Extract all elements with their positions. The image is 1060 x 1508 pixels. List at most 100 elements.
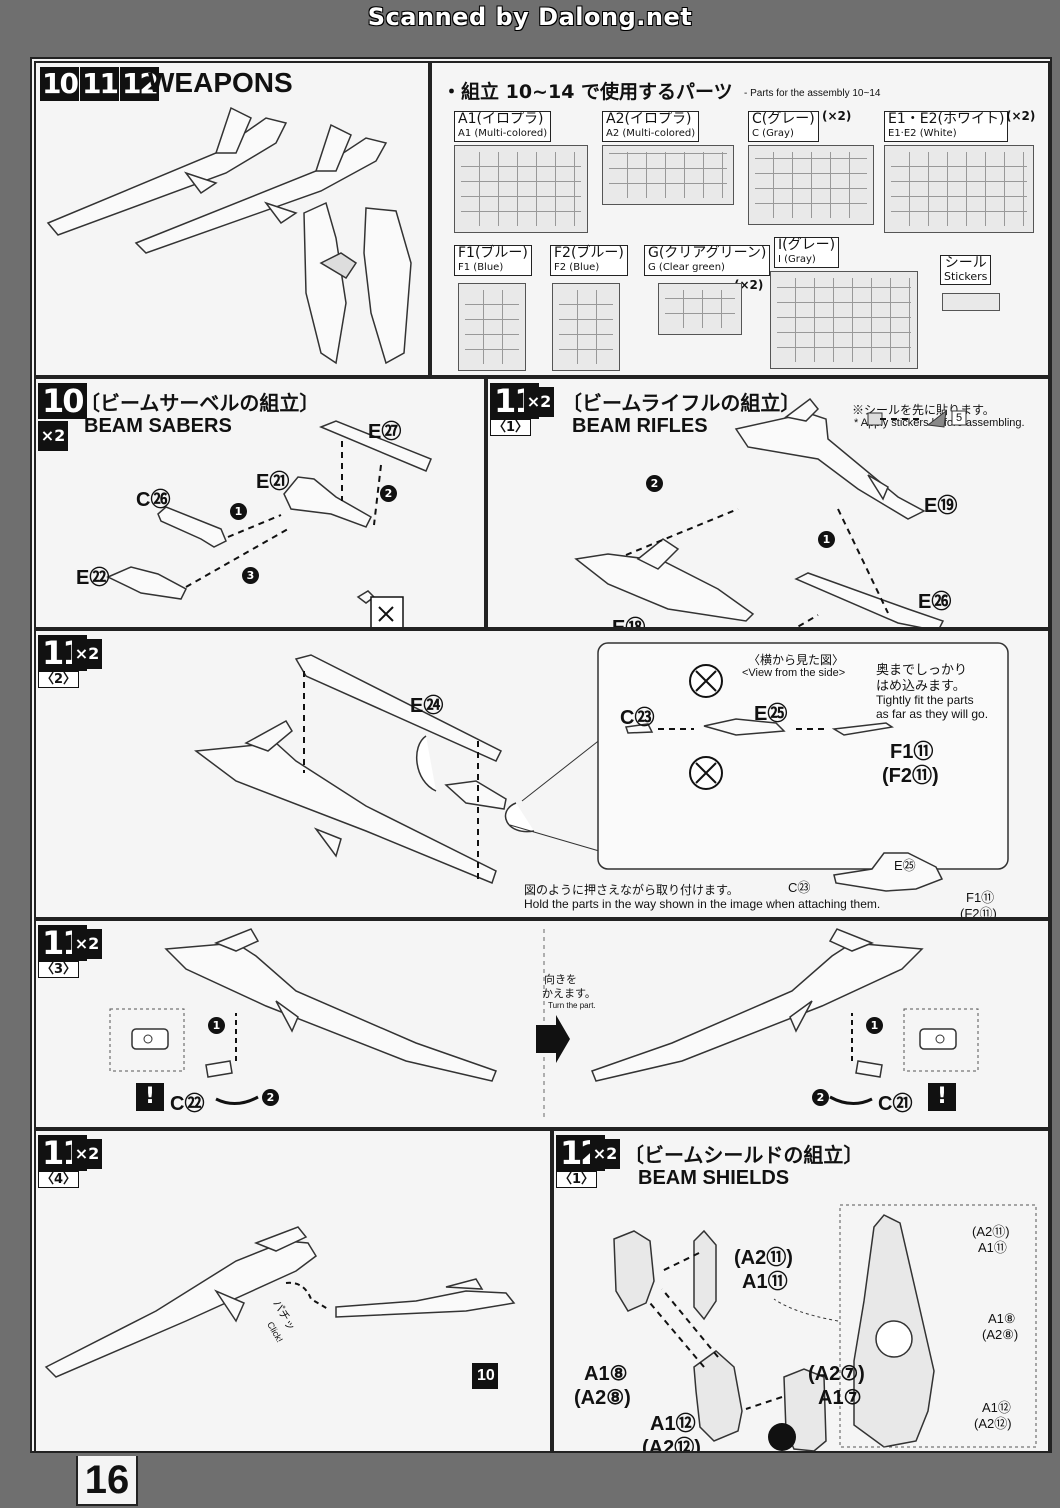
runner-g-en: G (Clear green) <box>648 262 725 273</box>
step11-1-panel: 11 〈1〉 ×2 〔ビームライフルの組立〕 BEAM RIFLES ※シールを… <box>486 377 1050 629</box>
turn-note-en: Turn the part. <box>548 1001 596 1010</box>
step11-3-qty: ×2 <box>72 929 102 959</box>
parts-title-en: - Parts for the assembly 10~14 <box>744 88 881 99</box>
hold-note-jp: 図のように押さえながら取り付けます。 <box>524 883 739 897</box>
runner-f1-image <box>458 283 526 371</box>
step12-part-a1-12: A1⑫ <box>650 1413 696 1435</box>
runner-a2-jp: A2(イロプラ) <box>606 111 692 127</box>
runner-label-a2: A2(イロプラ)A2 (Multi-colored) <box>602 111 700 142</box>
runner-label-a1: A1(イロプラ)A1 (Multi-colored) <box>454 111 552 142</box>
runner-f2-en: F2 (Blue) <box>554 262 600 273</box>
instruction-page: 10 11 12 WEAPONS ・組立 10~14 で使用するパーツ - Pa… <box>30 57 1052 1453</box>
detail-a2-11: (A2⑪) <box>972 1224 1010 1239</box>
detail-a1-8: A1⑧ <box>988 1311 1016 1326</box>
tight-fit-en-1: Tightly fit the parts <box>876 693 974 707</box>
step10-illustration <box>106 420 432 627</box>
runner-g-image <box>658 283 742 335</box>
hold-note-en: Hold the parts in the way shown in the i… <box>524 897 881 911</box>
step11-2-part-e25: E㉕ <box>754 703 788 725</box>
runner-e-image <box>884 145 1034 233</box>
step10-order-3: 3 <box>242 567 259 584</box>
step11-2-sub: 〈2〉 <box>38 671 80 688</box>
step11-4-sub: 〈4〉 <box>38 1171 80 1188</box>
step10-part-c26: C㉖ <box>136 489 171 511</box>
page-number: 16 <box>76 1456 138 1506</box>
side-detail-e25: E㉕ <box>894 858 916 873</box>
side-view-label-en: <View from the side> <box>742 667 846 679</box>
step11-1-sub: 〈1〉 <box>490 419 532 436</box>
runner-f2-jp: F2(ブルー) <box>554 245 624 261</box>
runner-c-jp: C(グレー) <box>752 111 815 127</box>
step11-1-part-e19: E⑲ <box>924 495 958 517</box>
step10-part-e22: E㉒ <box>76 567 110 589</box>
runner-i-image <box>770 271 918 369</box>
detail-a2-8: (A2⑧) <box>982 1327 1019 1342</box>
step12-1-qty: ×2 <box>590 1139 620 1169</box>
left-warning-icon: ! <box>136 1083 164 1111</box>
runner-label-c: C(グレー)C (Gray) <box>748 111 819 142</box>
step10-panel: 10 ×2 〔ビームサーベルの組立〕 BEAM SABERS C㉖ E㉒ E㉑ <box>34 377 486 629</box>
step11-3-illustration <box>109 928 979 1121</box>
step10-part-e27: E㉗ <box>368 421 402 443</box>
step12-part-a2-11: (A2⑪) <box>734 1247 793 1269</box>
detail-a1-11: A1⑪ <box>978 1240 1007 1255</box>
runner-f2-image <box>552 283 620 371</box>
step11-1-part-e18: E⑱ <box>612 617 646 629</box>
runner-a2-image <box>602 145 734 205</box>
runner-label-g: G(クリアグリーン)G (Clear green) <box>644 245 771 276</box>
step11-1-part-e26: E㉖ <box>918 591 952 613</box>
step12-1-title-en: BEAM SHIELDS <box>638 1167 790 1189</box>
step11-4-ref-step: 10 <box>477 1367 495 1384</box>
step11-3-part-c21: C㉑ <box>878 1093 913 1115</box>
runner-c-image <box>748 145 874 225</box>
side-detail-c23: C㉓ <box>788 880 811 895</box>
step10-order-2: 2 <box>380 485 397 502</box>
runner-label-i: I(グレー)I (Gray) <box>774 237 840 268</box>
step11-1-title-jp: 〔ビームライフルの組立〕 <box>562 391 801 415</box>
step11-1-qty: ×2 <box>524 387 554 417</box>
runner-e-en: E1·E2 (White) <box>888 128 957 139</box>
step11-1-title-en: BEAM RIFLES <box>572 415 708 437</box>
parts-list-panel: ・組立 10~14 で使用するパーツ - Parts for the assem… <box>430 61 1050 377</box>
step11-3-right-order-1: 1 <box>866 1017 883 1034</box>
sticker-sheet-image <box>942 293 1000 311</box>
step11-3-part-c22: C㉒ <box>170 1093 205 1115</box>
step11-2-part-f2: (F2⑪) <box>882 765 939 787</box>
step11-1-sticker-no: 5 <box>956 412 963 424</box>
tight-fit-jp-1: 奥までしっかり <box>876 662 968 677</box>
runner-i-en: I (Gray) <box>778 254 816 265</box>
step10-part-e21: E㉑ <box>256 471 290 493</box>
step11-2-illustration <box>194 642 1009 892</box>
step10-order-1: 1 <box>230 503 247 520</box>
parts-title-jp: ・組立 10~14 で使用するパーツ <box>442 81 733 103</box>
weapons-illustration <box>46 106 412 365</box>
right-warning-icon: ! <box>928 1083 956 1111</box>
detail-a1-12: A1⑫ <box>982 1400 1011 1415</box>
step11-1-order-1: 1 <box>818 531 835 548</box>
runner-a1-image <box>454 145 588 233</box>
step10-title-jp: 〔ビームサーベルの組立〕 <box>80 391 320 415</box>
turn-note-jp-1: 向きを <box>544 974 577 986</box>
step12-1-illustration <box>613 1204 1037 1451</box>
runner-e-mult: (×2) <box>1006 109 1036 123</box>
runner-i-jp: I(グレー) <box>778 237 836 253</box>
step10-number: 10 <box>38 383 87 419</box>
tight-fit-jp-2: はめ込みます。 <box>876 678 966 693</box>
step11-2-qty: ×2 <box>72 639 102 669</box>
step11-4-illustration <box>44 1226 516 1389</box>
tight-fit-en-2: as far as they will go. <box>876 707 989 721</box>
step12-1-panel: 12 〈1〉 ×2 〔ビームシールドの組立〕 BEAM SHIELDS <box>552 1129 1050 1453</box>
step-number-11: 11 <box>79 67 119 101</box>
step12-1-title-jp: 〔ビームシールドの組立〕 <box>624 1143 864 1167</box>
runner-a1-jp: A1(イロプラ) <box>458 111 544 127</box>
step11-3-left-order-2: 2 <box>262 1089 279 1106</box>
runner-label-e: E1・E2(ホワイト)E1·E2 (White) <box>884 111 1009 142</box>
step10-title-en: BEAM SABERS <box>84 415 232 437</box>
step11-2-part-c23: C㉓ <box>620 707 655 729</box>
step12-part-a2-8: (A2⑧) <box>574 1387 631 1409</box>
weapons-title: WEAPONS <box>148 67 293 98</box>
runner-a1-en: A1 (Multi-colored) <box>458 128 548 139</box>
runner-f1-jp: F1(ブルー) <box>458 245 528 261</box>
runner-c-mult: (×2) <box>822 109 852 123</box>
step12-part-a1-8: A1⑧ <box>584 1363 628 1385</box>
